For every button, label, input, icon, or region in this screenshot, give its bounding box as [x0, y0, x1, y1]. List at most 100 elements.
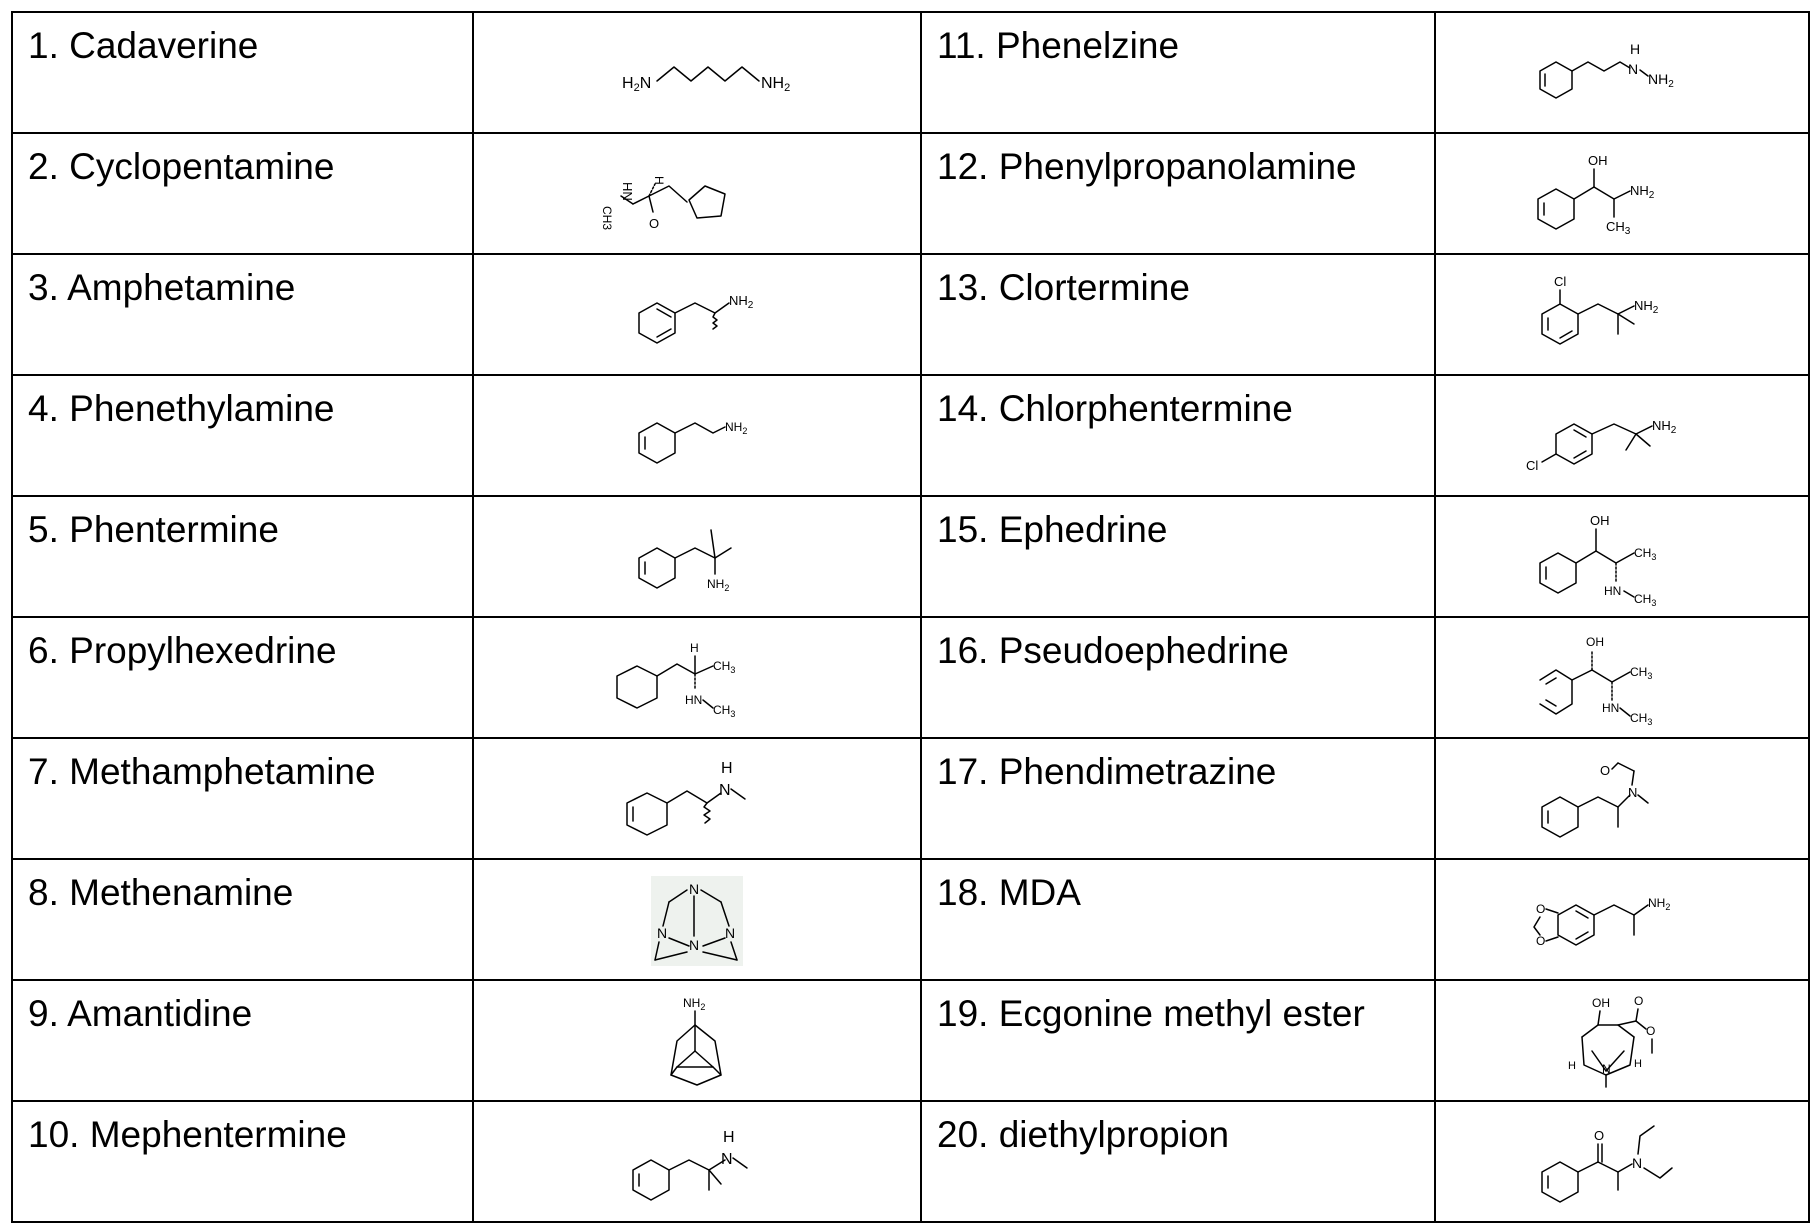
svg-text:CH3: CH3 — [713, 659, 735, 675]
svg-text:NH2: NH2 — [1648, 71, 1674, 90]
table-row: 6. Propylhexedrine H CH3 HN CH3 16. Pseu… — [11, 616, 1810, 739]
svg-text:H: H — [690, 641, 699, 655]
compound-name-2: 2. Cyclopentamine — [11, 132, 474, 255]
table-row: 10. Mephentermine H N 20. diethylpropion — [11, 1100, 1810, 1223]
compound-name-15: 15. Ephedrine — [920, 495, 1436, 618]
svg-text:CH3: CH3 — [600, 206, 614, 230]
compound-name-14: 14. Chlorphentermine — [920, 374, 1436, 497]
pseudoephedrine-structure-icon: OH CH3 HN CH3 — [1539, 635, 1652, 727]
svg-text:O: O — [649, 216, 659, 231]
compound-name-1: 1. Cadaverine — [11, 11, 474, 134]
compound-name-8: 8. Methenamine — [11, 858, 474, 981]
svg-text:CH3: CH3 — [1634, 592, 1656, 607]
compound-name-11: 11. Phenelzine — [920, 11, 1436, 134]
phenylpropanolamine-structure-icon: OH NH2 CH3 — [1537, 153, 1655, 237]
phentermine-structure-icon: NH2 — [638, 528, 732, 593]
svg-text:OH: OH — [1588, 153, 1608, 168]
cyclopentamine-structure-icon: HN CH3 H O — [600, 176, 726, 231]
svg-text:N: N — [1628, 785, 1637, 800]
mda-structure-icon: O O NH2 — [1533, 896, 1670, 948]
pseudoephedrine-structure-cell: OH CH3 HN CH3 — [1434, 616, 1810, 739]
methamphetamine-structure-icon: H N — [626, 760, 746, 836]
svg-text:NH2: NH2 — [761, 75, 790, 94]
amantadine-structure-cell: NH2 — [472, 979, 922, 1102]
table-row: 8. Methenamine N N N N 18. MDA — [11, 858, 1810, 981]
cadaverine-structure-cell: H2N NH2 — [472, 11, 922, 134]
svg-text:O: O — [1600, 763, 1610, 778]
cadaverine-structure-icon: H2N NH2 — [622, 65, 790, 94]
svg-text:Cl: Cl — [1526, 458, 1538, 473]
svg-text:N: N — [719, 782, 731, 799]
svg-text:CH3: CH3 — [1634, 546, 1656, 562]
svg-text:H: H — [1630, 41, 1640, 57]
chlorphentermine-structure-icon: Cl NH2 — [1526, 418, 1677, 473]
svg-text:H: H — [1568, 1060, 1576, 1072]
svg-text:O: O — [1594, 1128, 1604, 1143]
phenethylamine-structure-cell: NH2 — [472, 374, 922, 497]
clortermine-structure-cell: Cl NH2 — [1434, 253, 1810, 376]
phenylpropanolamine-structure-cell: OH NH2 CH3 — [1434, 132, 1810, 255]
svg-text:Cl: Cl — [1554, 274, 1566, 289]
svg-text:N: N — [689, 937, 699, 953]
amphetamine-structure-icon: NH2 — [638, 293, 754, 344]
phentermine-structure-cell: NH2 — [472, 495, 922, 618]
table-row: 7. Methamphetamine H N 17. Phendimetrazi… — [11, 737, 1810, 860]
svg-text:OH: OH — [1586, 635, 1604, 649]
table-row: 2. Cyclopentamine HN CH3 H O 12. Phenylp… — [11, 132, 1810, 255]
propylhexedrine-structure-cell: H CH3 HN CH3 — [472, 616, 922, 739]
svg-text:N: N — [721, 1151, 733, 1168]
svg-text:CH3: CH3 — [1630, 665, 1652, 681]
propylhexedrine-structure-icon: H CH3 HN CH3 — [616, 641, 735, 719]
compound-name-4: 4. Phenethylamine — [11, 374, 474, 497]
amantadine-structure-icon: NH2 — [670, 996, 722, 1086]
svg-text:HN: HN — [1604, 584, 1621, 598]
methenamine-structure-icon: N N N N — [651, 875, 743, 966]
ecgonine-methyl-ester-structure-icon: OH O O N H H — [1568, 994, 1655, 1088]
svg-text:NH2: NH2 — [725, 420, 747, 436]
svg-text:HN: HN — [1602, 701, 1619, 715]
svg-text:CH3: CH3 — [1630, 711, 1652, 727]
svg-text:NH2: NH2 — [1652, 418, 1677, 436]
clortermine-structure-icon: Cl NH2 — [1541, 274, 1659, 345]
ephedrine-structure-icon: OH CH3 HN CH3 — [1539, 513, 1656, 607]
phenelzine-structure-cell: H N NH2 — [1434, 11, 1810, 134]
compound-name-16: 16. Pseudoephedrine — [920, 616, 1436, 739]
mephentermine-structure-icon: H N — [632, 1129, 748, 1201]
compound-name-17: 17. Phendimetrazine — [920, 737, 1436, 860]
mephentermine-structure-cell: H N — [472, 1100, 922, 1223]
svg-text:NH2: NH2 — [707, 577, 729, 593]
phendimetrazine-structure-icon: N O — [1541, 761, 1649, 838]
diethylpropion-structure-icon: O N — [1541, 1124, 1673, 1203]
svg-text:N: N — [725, 925, 735, 941]
compound-name-9: 9. Amantidine — [11, 979, 474, 1102]
svg-text:CH3: CH3 — [1606, 219, 1631, 237]
compound-table: 1. Cadaverine H2N NH2 11. Phenelzine H N — [11, 11, 1810, 1223]
amphetamine-structure-cell: NH2 — [472, 253, 922, 376]
compound-name-10: 10. Mephentermine — [11, 1100, 474, 1223]
svg-text:CH3: CH3 — [713, 703, 735, 719]
phenethylamine-structure-icon: NH2 — [638, 420, 747, 464]
svg-text:H2N: H2N — [622, 75, 651, 94]
methamphetamine-structure-cell: H N — [472, 737, 922, 860]
ecgonine-methyl-ester-structure-cell: OH O O N H H — [1434, 979, 1810, 1102]
compound-name-12: 12. Phenylpropanolamine — [920, 132, 1436, 255]
svg-text:N: N — [1632, 1155, 1642, 1171]
table-row: 3. Amphetamine NH2 13. Clortermine Cl — [11, 253, 1810, 376]
methenamine-structure-cell: N N N N — [472, 858, 922, 981]
svg-text:HN: HN — [620, 182, 635, 201]
table-row: 4. Phenethylamine NH2 14. Chlorphentermi… — [11, 374, 1810, 497]
svg-text:NH2: NH2 — [1630, 183, 1655, 201]
chlorphentermine-structure-cell: Cl NH2 — [1434, 374, 1810, 497]
svg-text:H: H — [1634, 1058, 1642, 1070]
svg-text:O: O — [1634, 994, 1643, 1008]
svg-text:H: H — [652, 176, 666, 185]
compound-name-7: 7. Methamphetamine — [11, 737, 474, 860]
svg-text:OH: OH — [1592, 996, 1610, 1010]
svg-text:NH2: NH2 — [1634, 298, 1659, 316]
compound-name-19: 19. Ecgonine methyl ester — [920, 979, 1436, 1102]
svg-text:H: H — [721, 760, 733, 777]
svg-text:N: N — [689, 881, 699, 897]
compound-name-20: 20. diethylpropion — [920, 1100, 1436, 1223]
svg-text:O: O — [1536, 934, 1545, 948]
svg-text:NH2: NH2 — [729, 293, 754, 311]
